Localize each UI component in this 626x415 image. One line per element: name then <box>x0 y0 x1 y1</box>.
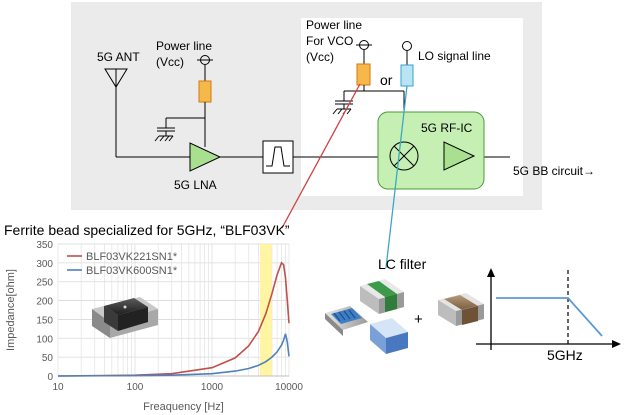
ferrite-bead-vco <box>356 63 371 86</box>
vco-power-line-label-1: Power line <box>306 18 362 32</box>
ferrite-chip-image <box>92 297 158 338</box>
plus-label: + <box>414 311 423 328</box>
lo-terminal-icon <box>402 41 412 65</box>
brown-capacitor-image <box>438 293 484 326</box>
y-tick-label: 50 <box>42 353 54 364</box>
lna-label: 5G LNA <box>174 178 217 192</box>
x-tick-label: 1000 <box>201 382 224 393</box>
response-curve <box>496 297 603 337</box>
y-tick-label: 200 <box>36 297 53 308</box>
chart-highlight-band <box>259 244 272 376</box>
series-line-1 <box>57 261 290 377</box>
rfic-label: 5G RF-IC <box>421 121 473 135</box>
y-tick-label: 250 <box>36 278 53 289</box>
y-tick-label: 300 <box>36 259 53 270</box>
response-x-label: 5GHz <box>547 347 583 363</box>
decoupling-capacitor-lna <box>154 117 205 142</box>
x-tick-label: 10000 <box>275 382 303 393</box>
or-label: or <box>380 72 393 88</box>
lc-filter-label: LC filter <box>378 256 427 272</box>
mixer-icon <box>389 141 419 171</box>
green-coil-chip-image <box>360 279 404 314</box>
y-tick-label: 0 <box>47 372 53 383</box>
bandpass-filter-icon <box>262 140 294 174</box>
y-tick-label: 350 <box>36 240 53 251</box>
wirewound-inductor-image <box>325 306 368 336</box>
vco-power-terminal-icon <box>356 40 372 64</box>
antenna-icon <box>104 68 128 157</box>
antenna-label: 5G ANT <box>97 50 140 64</box>
y-tick-label: 150 <box>36 315 53 326</box>
x-tick-label: 10 <box>52 382 64 393</box>
pointer-line-lc <box>385 85 408 269</box>
x-tick-label: 100 <box>127 382 144 393</box>
power-line-label: Power line <box>156 39 212 53</box>
power-line-vcc: (Vcc) <box>156 55 184 69</box>
chart-y-axis-label: Impedance[ohm] <box>5 269 17 351</box>
series-line-2 <box>57 333 290 377</box>
lo-signal-label: LO signal line <box>418 49 491 63</box>
decoupling-capacitor-vco <box>332 90 364 115</box>
if-amplifier-icon <box>443 141 476 171</box>
ferrite-bead-title: Ferrite bead specialized for 5GHz, “BLF0… <box>4 222 290 238</box>
y-tick-label: 100 <box>36 334 53 345</box>
lowpass-response-graph: 5GHz <box>476 268 621 363</box>
legend-entry: BLF03VK221SN1* <box>86 251 178 263</box>
vco-power-line-label-3: (Vcc) <box>306 50 334 64</box>
chart-legend: BLF03VK221SN1* BLF03VK600SN1* <box>67 251 178 277</box>
bb-circuit-label: 5G BB circuit→ <box>513 164 595 178</box>
legend-entry: BLF03VK600SN1* <box>86 265 178 277</box>
impedance-chart: 0 50 100 150 200 250 300 350 10 100 1000 10000 Impe… <box>5 240 303 413</box>
ferrite-bead-lna <box>198 80 212 103</box>
lna-amplifier-icon <box>189 142 222 172</box>
chart-series <box>57 261 290 377</box>
chart-x-axis-label: Freaquency [Hz] <box>143 401 224 413</box>
power-terminal-icon <box>197 55 213 81</box>
vco-power-line-label-2: For VCO <box>306 34 353 48</box>
lo-lc-filter <box>400 64 414 87</box>
pointer-line-ferrite <box>281 83 361 229</box>
circuit-panel: 5G ANT Power line (Vcc) 5G LNA <box>71 2 595 210</box>
blue-ceramic-chip-image <box>370 318 408 354</box>
